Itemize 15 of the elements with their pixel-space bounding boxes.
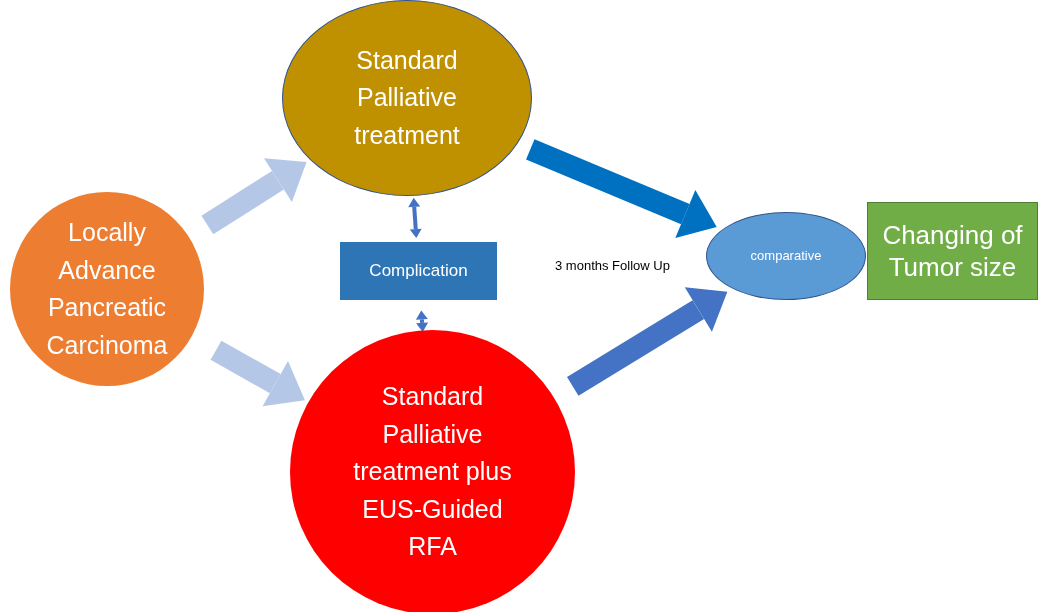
block-arrow — [201, 158, 307, 235]
node-label: Locally Advance Pancreatic Carcinoma — [45, 217, 169, 361]
node-label: Standard Palliative treatment plus EUS-Guided RFA — [352, 381, 513, 563]
node-label: comparative — [750, 248, 822, 264]
block-arrow — [210, 340, 305, 407]
beside-text: 3 months Follow Up — [555, 258, 670, 273]
block-arrow — [567, 287, 728, 396]
result-box — [867, 202, 1038, 300]
node-label: Changing of Tumor size — [881, 218, 1024, 284]
double-arrow — [408, 197, 422, 238]
process-box — [340, 242, 497, 300]
node-label: Standard Palliative treatment — [353, 44, 461, 151]
block-arrow — [526, 139, 717, 239]
double-arrow — [415, 310, 429, 332]
node-label: Complication — [369, 260, 468, 282]
